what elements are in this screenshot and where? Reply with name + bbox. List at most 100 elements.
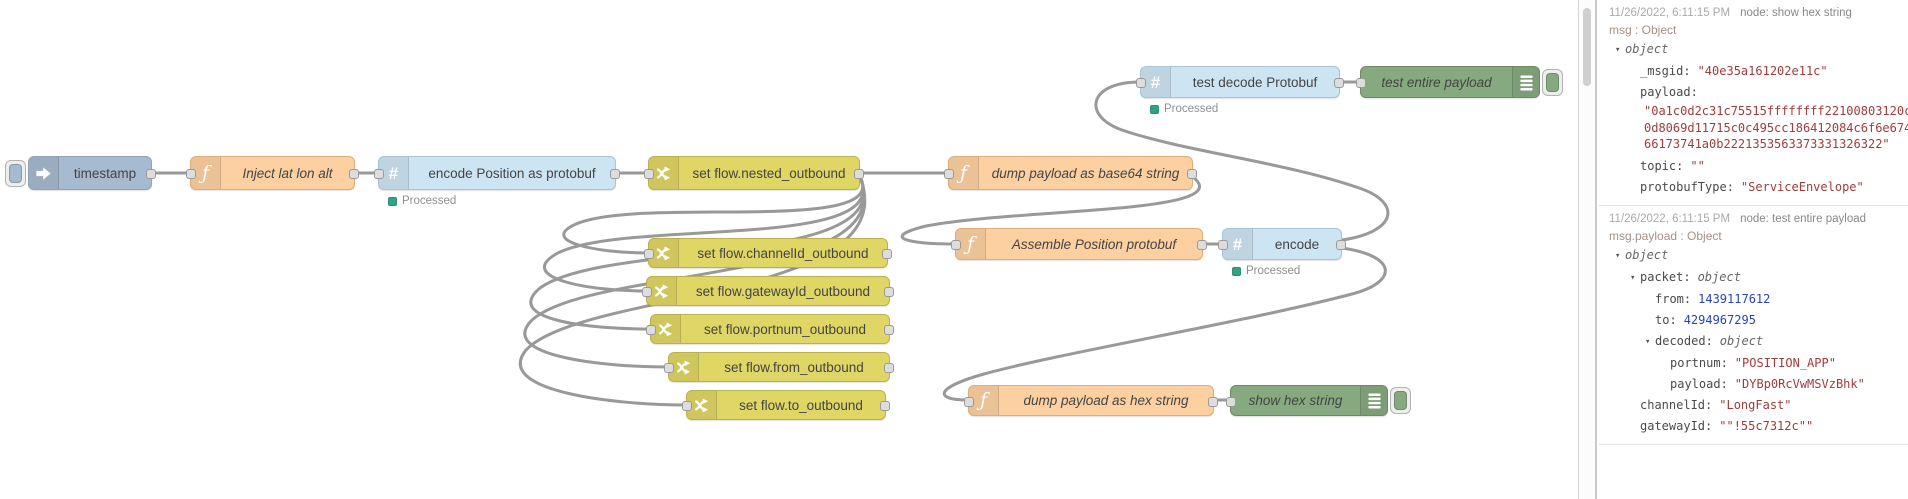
node-label: encode <box>1274 236 1320 252</box>
flow-node-timestamp[interactable]: timestamp <box>28 156 156 190</box>
shuffle-icon <box>651 315 681 343</box>
collapse-arrow-icon[interactable]: ▾ <box>1615 250 1621 261</box>
debug-value: "ServiceEnvelope" <box>1740 179 1864 194</box>
wire-dump_base64-to-assemble_position[interactable] <box>900 175 1201 246</box>
debug-source-node: node: test entire payload <box>1740 212 1867 225</box>
input-port[interactable] <box>1226 396 1236 407</box>
node-label: dump payload as hex string <box>1023 393 1189 408</box>
output-port[interactable] <box>882 249 892 259</box>
scrollbar-thumb[interactable] <box>1583 8 1591 86</box>
debug-key: from: <box>1655 291 1692 306</box>
flow-node-set_nested[interactable]: set flow.nested_outbound <box>644 156 864 190</box>
flow-node-test_decode[interactable]: # test decode Protobuf <box>1136 66 1344 98</box>
status-text: Processed <box>402 195 457 207</box>
wire-set_nested-to-set_channelId[interactable] <box>562 175 865 255</box>
function-icon: ƒ <box>191 157 221 189</box>
debug-key: decoded: <box>1655 333 1713 348</box>
output-port[interactable] <box>884 325 894 335</box>
debug-tree-row: from: 1439117612 <box>1607 289 1902 310</box>
flow-node-encode[interactable]: # encode <box>1218 228 1346 260</box>
output-port[interactable] <box>1208 396 1218 407</box>
debug-value: 1439117612 <box>1698 291 1771 306</box>
output-port[interactable] <box>854 169 864 179</box>
node-label: encode Position as protobuf <box>428 165 596 181</box>
node-label: test decode Protobuf <box>1192 74 1318 90</box>
flow-node-test_entire_payload[interactable]: test entire payload <box>1356 66 1540 98</box>
wire-encode-to-dump_hex[interactable] <box>943 246 1387 402</box>
output-port[interactable] <box>146 169 156 179</box>
input-port[interactable] <box>944 169 954 179</box>
collapse-arrow-icon[interactable]: ▾ <box>1630 272 1636 283</box>
input-port[interactable] <box>644 249 654 259</box>
debug-value: "POSITION_APP" <box>1734 355 1836 370</box>
input-port[interactable] <box>1356 78 1366 88</box>
output-port[interactable] <box>880 401 890 411</box>
debug-source-node: node: show hex string <box>1740 7 1852 19</box>
output-port[interactable] <box>1197 240 1207 250</box>
input-port[interactable] <box>186 169 196 179</box>
debug-tree-row[interactable]: ▾decoded:object <box>1607 331 1902 353</box>
debug-toggle-button-show_hex[interactable] <box>1390 387 1411 414</box>
input-port[interactable] <box>374 169 384 179</box>
shuffle-icon <box>649 157 679 189</box>
node-label: set flow.from_outbound <box>724 359 864 375</box>
function-icon: ƒ <box>969 386 999 415</box>
status-dot <box>1232 266 1241 276</box>
output-port[interactable] <box>884 287 894 297</box>
input-port[interactable] <box>642 287 652 297</box>
hash-icon: # <box>1223 229 1253 259</box>
output-port[interactable] <box>1187 169 1197 179</box>
input-port[interactable] <box>951 240 961 250</box>
flow-node-inject_latlonalt[interactable]: ƒ Inject lat lon alt <box>186 156 359 190</box>
debug-value-wrapped: "0a1c0d2c31c75515ffffffff22100803120c0d8… <box>1644 104 1908 151</box>
debug-key: to: <box>1655 312 1677 327</box>
node-label: Inject lat lon alt <box>242 165 333 181</box>
wire-encode-to-test_decode[interactable] <box>1094 80 1390 242</box>
collapse-arrow-icon[interactable]: ▾ <box>1615 45 1621 55</box>
flow-node-encode_position[interactable]: # encode Position as protobuf <box>374 156 620 190</box>
flow-node-set_from[interactable]: set flow.from_outbound <box>664 352 894 382</box>
inject-button-timestamp[interactable] <box>5 159 26 187</box>
flow-node-dump_hex[interactable]: ƒ dump payload as hex string <box>964 385 1218 416</box>
output-port[interactable] <box>884 363 894 373</box>
input-port[interactable] <box>964 396 974 407</box>
input-port[interactable] <box>1218 240 1228 250</box>
flow-node-show_hex[interactable]: show hex string <box>1226 385 1388 416</box>
debug-tree-row: gatewayId:""!55c7312c"" <box>1607 416 1902 437</box>
debug-timestamp: 11/26/2022, 6:11:15 PM <box>1609 212 1731 225</box>
inject-arrow-icon <box>29 157 59 189</box>
input-port[interactable] <box>646 325 656 335</box>
wire-set_nested-to-set_gatewayId[interactable] <box>543 175 865 293</box>
output-port[interactable] <box>1334 78 1344 88</box>
debug-tree-row[interactable]: ▾object <box>1607 245 1902 267</box>
flow-node-set_to[interactable]: set flow.to_outbound <box>682 390 890 420</box>
flow-node-set_portnum[interactable]: set flow.portnum_outbound <box>646 314 894 344</box>
debug-tree-row[interactable]: ▾packet:object <box>1607 267 1902 289</box>
node-status-encode: Processed <box>1232 265 1300 277</box>
debug-key: protobufType: <box>1640 179 1734 194</box>
debug-value: ""!55c7312c"" <box>1719 418 1814 433</box>
collapse-arrow-icon[interactable]: ▾ <box>1645 336 1651 347</box>
output-port[interactable] <box>610 169 620 179</box>
debug-key: payload: <box>1640 85 1698 99</box>
input-port[interactable] <box>664 363 674 373</box>
canvas-scrollbar[interactable] <box>1578 0 1597 499</box>
input-port[interactable] <box>644 169 654 179</box>
hash-icon: # <box>1141 67 1171 97</box>
flow-canvas[interactable]: timestamp ƒ Inject lat lon alt # encode Posi… <box>0 0 1578 499</box>
flow-node-set_channelId[interactable]: set flow.channelId_outbound <box>644 238 892 268</box>
input-port[interactable] <box>1136 78 1146 88</box>
status-dot <box>1150 104 1159 114</box>
output-port[interactable] <box>349 169 359 179</box>
flow-node-set_gatewayId[interactable]: set flow.gatewayId_outbound <box>642 276 894 306</box>
debug-tree-row[interactable]: ▾object <box>1607 39 1902 61</box>
debug-tree-row: portnum:"POSITION_APP" <box>1607 353 1902 374</box>
debug-key: payload: <box>1670 376 1728 391</box>
hash-icon: # <box>379 157 409 189</box>
debug-toggle-button-test_entire_payload[interactable] <box>1542 68 1563 96</box>
output-port[interactable] <box>1336 240 1346 250</box>
input-port[interactable] <box>682 401 692 411</box>
